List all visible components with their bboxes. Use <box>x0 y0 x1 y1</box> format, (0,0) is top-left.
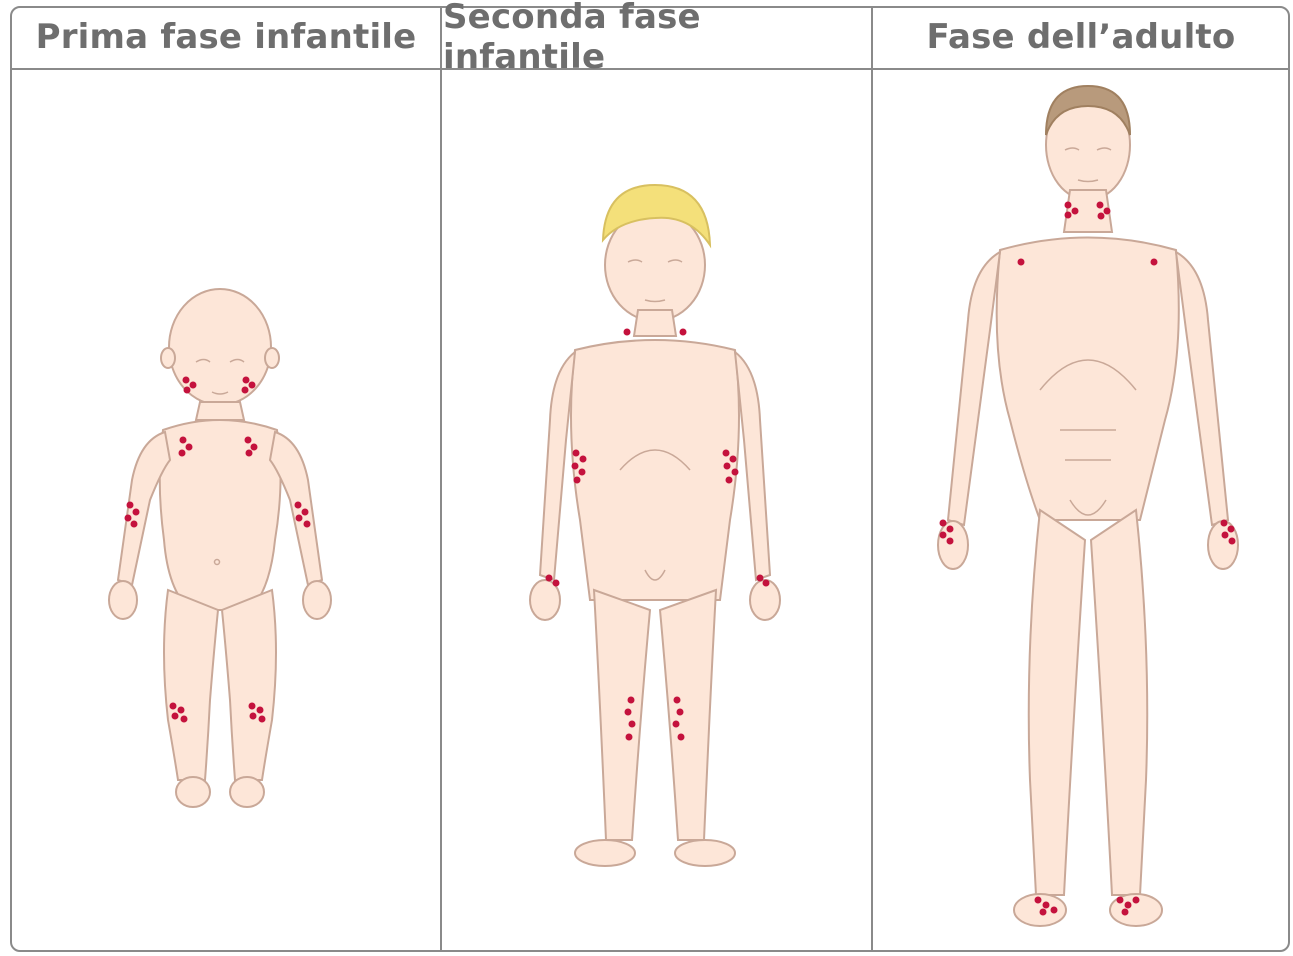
adult-figure <box>0 0 1293 956</box>
